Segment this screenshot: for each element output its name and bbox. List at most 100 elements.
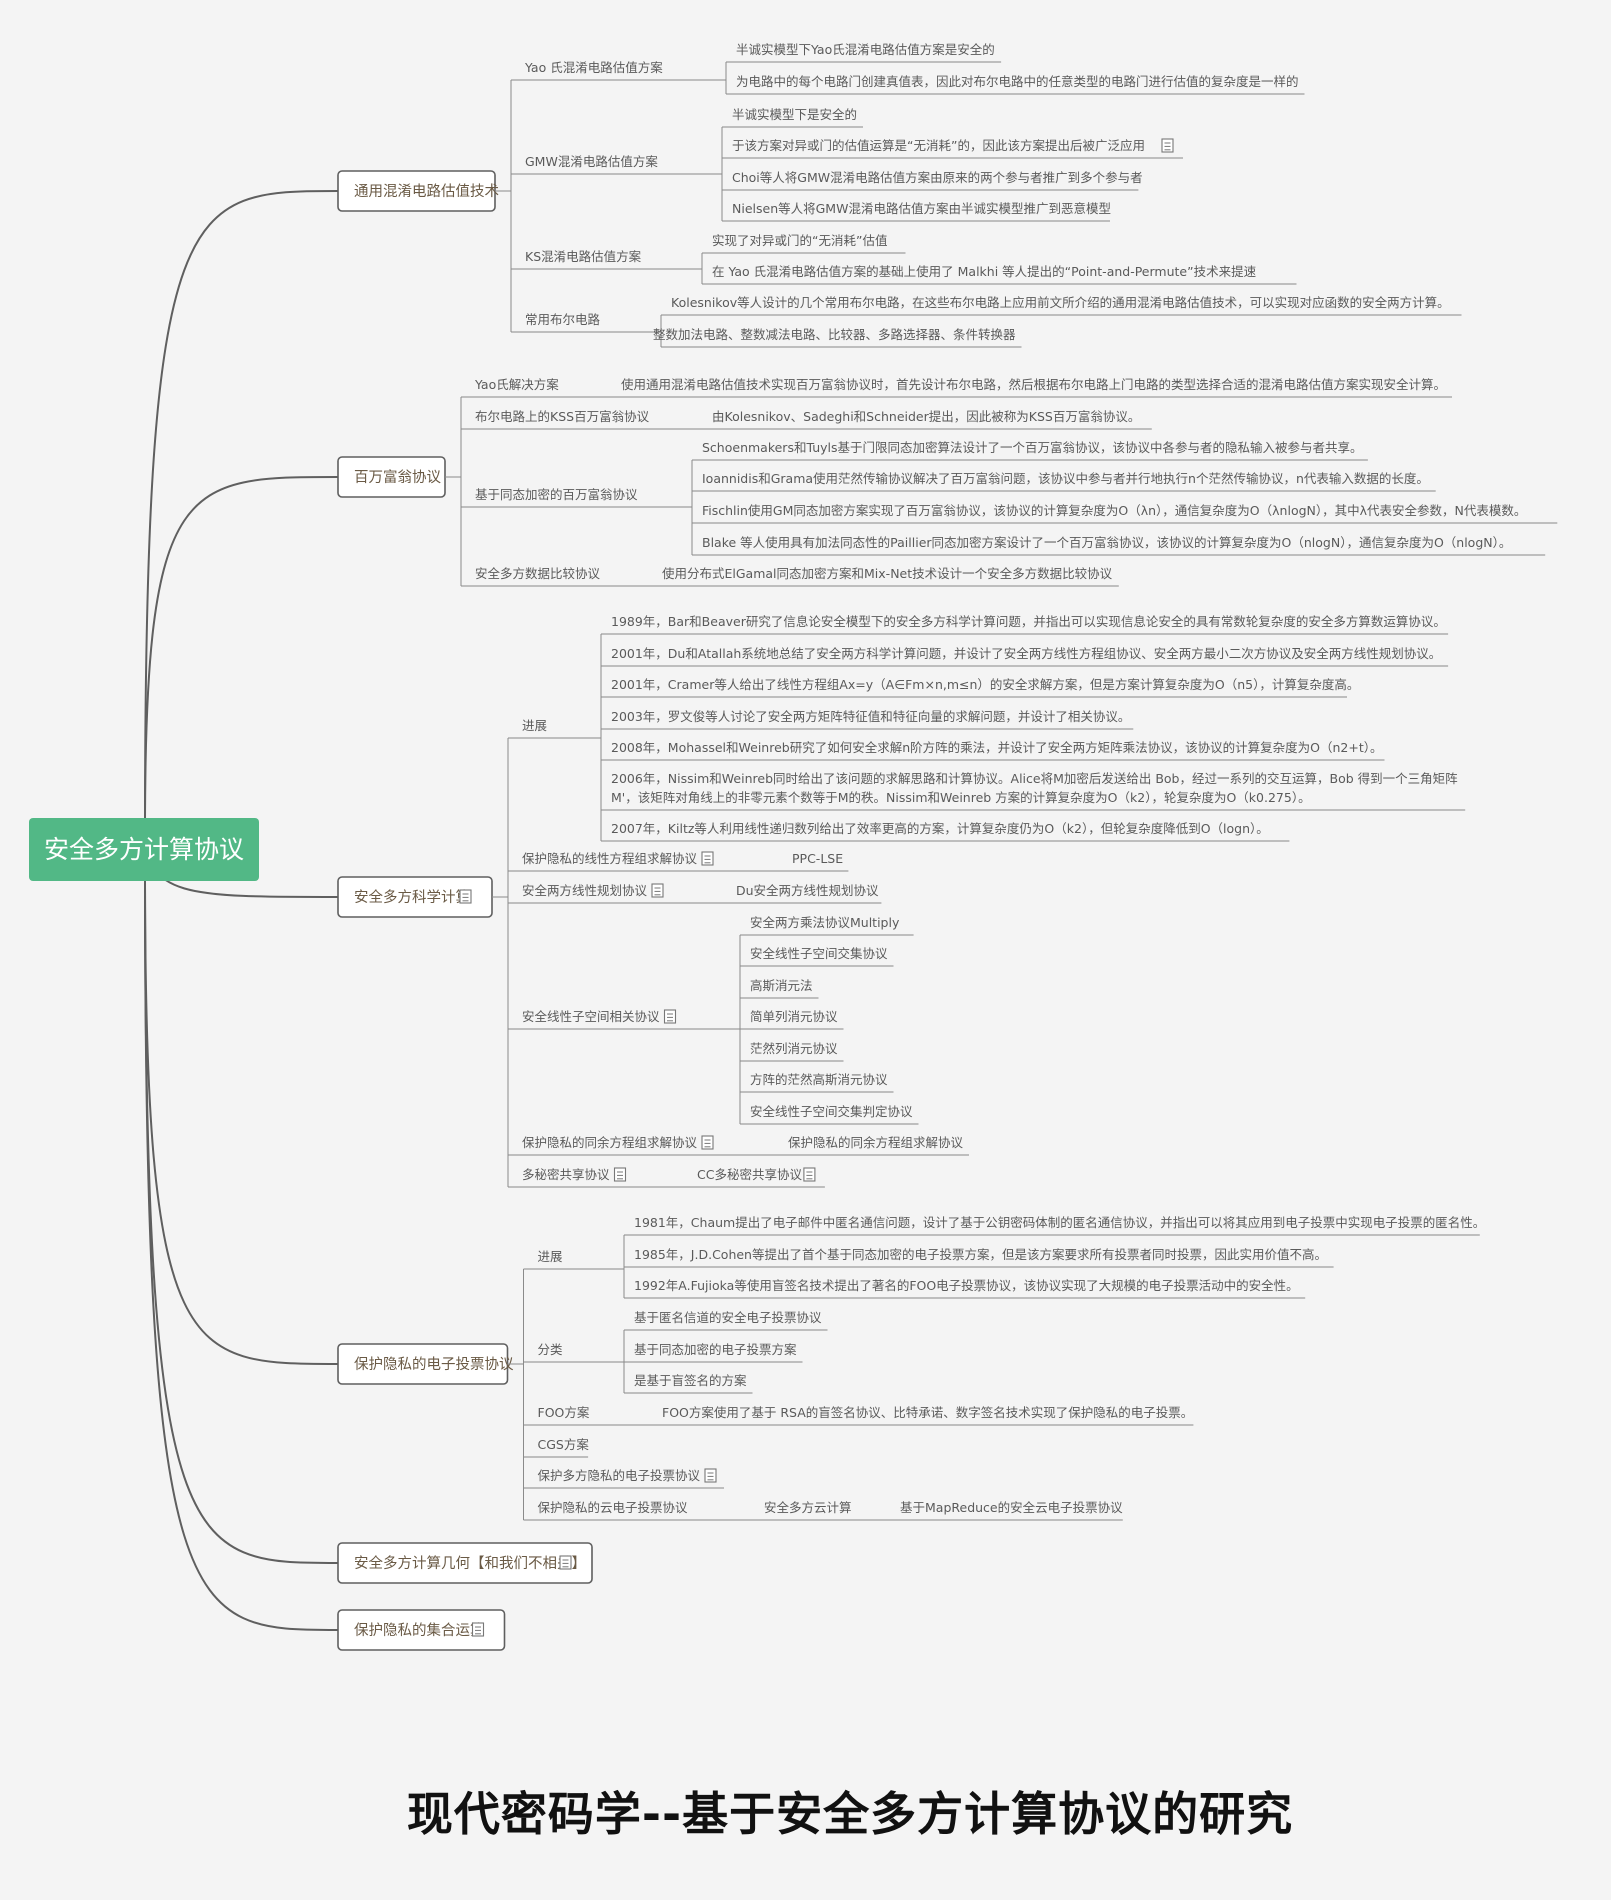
topic-label: 布尔电路上的KSS百万富翁协议: [475, 409, 650, 424]
leaf-node[interactable]: 为电路中的每个电路门创建真值表，因此对布尔电路中的任意类型的电路门进行估值的复杂…: [726, 74, 1305, 95]
leaf-node[interactable]: 保护隐私的同余方程组求解协议: [778, 1135, 969, 1156]
leaf-node[interactable]: 使用通用混淆电路估值技术实现百万富翁协议时，首先设计布尔电路，然后根据布尔电路上…: [611, 377, 1452, 398]
leaf-node[interactable]: 使用分布式ElGamal同态加密方案和Mix-Net技术设计一个安全多方数据比较…: [652, 566, 1119, 587]
leaf-node[interactable]: 2007年，Kiltz等人利用线性递归数列给出了效率更高的方案，计算复杂度仍为O…: [601, 821, 1290, 842]
leaf-label-line2: M'，该矩阵对角线上的非零元素个数等于M的秩。Nissim和Weinreb 方案…: [611, 790, 1311, 805]
topic-node[interactable]: Yao氏解决方案: [461, 377, 611, 398]
leaf-node[interactable]: 安全线性子空间交集协议: [740, 946, 894, 967]
topic-node[interactable]: GMW混淆电路估值方案: [511, 154, 722, 175]
mind-map-content: 通用混淆电路估值技术 Yao 氏混淆电路估值方案半诚实模型下Yao氏混淆电路估值方…: [337, 42, 1558, 1651]
leaf-node[interactable]: Kolesnikov等人设计的几个常用布尔电路，在这些布尔电路上应用前文所介绍的…: [661, 295, 1462, 316]
leaf-label: 2001年，Cramer等人给出了线性方程组Ax=y（A∈Fm×n,m≤n）的安…: [611, 677, 1359, 692]
leaf-note-icon[interactable]: [803, 1167, 816, 1182]
leaf-node[interactable]: 半诚实模型下是安全的: [722, 107, 863, 128]
leaf-node[interactable]: 2001年，Du和Atallah系统地总结了安全两方科学计算问题，并设计了安全两…: [601, 646, 1449, 667]
leaf-node[interactable]: 整数加法电路、整数减法电路、比较器、多路选择器、条件转换器: [653, 327, 1022, 348]
topic-node[interactable]: 常用布尔电路: [511, 312, 661, 333]
topic-note-icon[interactable]: [663, 1009, 677, 1024]
topic-note-icon[interactable]: [704, 1468, 717, 1483]
leaf-node[interactable]: 安全线性子空间交集判定协议: [740, 1104, 919, 1125]
leaf-node[interactable]: FOO方案使用了基于 RSA的盲签名协议、比特承诺、数字签名技术实现了保护隐私的…: [652, 1405, 1194, 1426]
leaf-node[interactable]: 2006年，Nissim和Weinreb同时给出了该问题的求解思路和计算协议。A…: [601, 771, 1466, 811]
leaf-node[interactable]: 基于同态加密的电子投票方案: [624, 1342, 803, 1363]
leaf-node[interactable]: 高斯消元法: [740, 978, 819, 999]
leaf-node[interactable]: 在 Yao 氏混淆电路估值方案的基础上使用了 Malkhi 等人提出的“Poin…: [702, 264, 1297, 285]
topic-label: GMW混淆电路估值方案: [525, 154, 658, 169]
leaf-node[interactable]: Choi等人将GMW混淆电路估值方案由原来的两个参与者推广到多个参与者: [722, 170, 1143, 191]
leaf-node[interactable]: Nielsen等人将GMW混淆电路估值方案由半诚实模型推广到恶意模型: [722, 201, 1111, 222]
topic-node[interactable]: 安全线性子空间相关协议: [508, 1009, 740, 1030]
leaf-node[interactable]: 1981年，Chaum提出了电子邮件中匿名通信问题，设计了基于公钥密码体制的匿名…: [624, 1215, 1485, 1236]
sub-leaf-label: 基于MapReduce的安全云电子投票协议: [900, 1500, 1123, 1515]
root-node[interactable]: 安全多方计算协议: [29, 818, 259, 881]
leaf-label: 2001年，Du和Atallah系统地总结了安全两方科学计算问题，并设计了安全两…: [611, 646, 1441, 661]
leaf-label: 使用通用混淆电路估值技术实现百万富翁协议时，首先设计布尔电路，然后根据布尔电路上…: [621, 377, 1446, 392]
topic-note-icon[interactable]: [613, 1167, 627, 1182]
topic-label: 进展: [522, 718, 547, 733]
topic-node[interactable]: 保护隐私的线性方程组求解协议: [508, 851, 782, 872]
topic-node[interactable]: 多秘密共享协议: [508, 1167, 687, 1188]
branch-node[interactable]: 安全多方计算几何【和我们不相关】: [337, 1542, 593, 1584]
leaf-node[interactable]: 于该方案对异或门的估值运算是“无消耗”的，因此该方案提出后被广泛应用: [722, 138, 1183, 159]
leaf-node[interactable]: Fischlin使用GM同态加密方案实现了百万富翁协议，该协议的计算复杂度为O（…: [692, 503, 1558, 524]
topic-node[interactable]: 进展: [523, 1249, 625, 1270]
topic-note-icon[interactable]: [701, 851, 714, 866]
leaf-node[interactable]: Ioannidis和Grama使用茫然传输协议解决了百万富翁问题，该协议中参与者…: [692, 471, 1436, 492]
topic-label: CGS方案: [538, 1437, 590, 1452]
topic-node[interactable]: 安全多方数据比较协议: [461, 566, 652, 587]
branch-note-icon[interactable]: [471, 1622, 485, 1637]
leaf-node[interactable]: 茫然列消元协议: [740, 1041, 844, 1062]
leaf-node[interactable]: 实现了对异或门的“无消耗”估值: [702, 233, 906, 254]
branch-node[interactable]: 通用混淆电路估值技术: [337, 170, 499, 212]
leaf-node[interactable]: 1985年，J.D.Cohen等提出了首个基于同态加密的电子投票方案，但是该方案…: [624, 1247, 1334, 1268]
leaf-label: Du安全两方线性规划协议: [736, 883, 879, 898]
leaf-label: Fischlin使用GM同态加密方案实现了百万富翁协议，该协议的计算复杂度为O（…: [702, 503, 1526, 518]
topic-node[interactable]: 分类: [523, 1342, 625, 1363]
topic-node[interactable]: CGS方案: [523, 1437, 590, 1458]
branch-node[interactable]: 百万富翁协议: [337, 456, 446, 498]
topic-note-icon[interactable]: [651, 883, 664, 898]
leaf-node[interactable]: PPC-LSE: [782, 851, 849, 872]
leaf-node[interactable]: 由Kolesnikov、Sadeghi和Schneider提出，因此被称为KSS…: [702, 409, 1152, 430]
leaf-node[interactable]: 1992年A.Fujioka等使用盲签名技术提出了著名的FOO电子投票协议，该协…: [624, 1278, 1306, 1299]
branch-note-icon[interactable]: [459, 889, 472, 904]
leaf-node[interactable]: Du安全两方线性规划协议: [726, 883, 882, 904]
topic-node[interactable]: 基于同态加密的百万富翁协议: [461, 487, 692, 508]
leaf-node[interactable]: CC多秘密共享协议: [687, 1167, 825, 1188]
leaf-node[interactable]: 是基于盲签名的方案: [624, 1373, 753, 1394]
topic-node[interactable]: 保护隐私的同余方程组求解协议: [508, 1135, 778, 1156]
leaf-label: 1989年，Bar和Beaver研究了信息论安全模型下的安全多方科学计算问题，并…: [611, 614, 1446, 629]
leaf-node[interactable]: 安全多方云计算: [754, 1500, 890, 1521]
topic-label: 多秘密共享协议: [522, 1167, 610, 1182]
root-connectors: [144, 190, 339, 1631]
leaf-node[interactable]: 半诚实模型下Yao氏混淆电路估值方案是安全的: [726, 42, 1002, 63]
topic-node[interactable]: KS混淆电路估值方案: [511, 249, 702, 270]
topic-node[interactable]: FOO方案: [523, 1405, 653, 1426]
topic-node[interactable]: 布尔电路上的KSS百万富翁协议: [461, 409, 702, 430]
branch-node-label: 通用混淆电路估值技术: [354, 183, 499, 200]
leaf-node[interactable]: Blake 等人使用具有加法同态性的Paillier同态加密方案设计了一个百万富…: [692, 535, 1546, 556]
leaf-node[interactable]: 1989年，Bar和Beaver研究了信息论安全模型下的安全多方科学计算问题，并…: [601, 614, 1449, 635]
branch-node[interactable]: 保护隐私的电子投票协议: [337, 1343, 514, 1385]
leaf-node[interactable]: 简单列消元协议: [740, 1009, 844, 1030]
leaf-node[interactable]: Schoenmakers和Tuyls基于门限同态加密算法设计了一个百万富翁协议，…: [692, 440, 1368, 461]
root-edge: [144, 871, 339, 1564]
leaf-label: Ioannidis和Grama使用茫然传输协议解决了百万富翁问题，该协议中参与者…: [702, 471, 1429, 486]
leaf-node[interactable]: 2001年，Cramer等人给出了线性方程组Ax=y（A∈Fm×n,m≤n）的安…: [601, 677, 1359, 698]
topic-node[interactable]: Yao 氏混淆电路估值方案: [511, 60, 726, 81]
sub-leaf-node[interactable]: 基于MapReduce的安全云电子投票协议: [890, 1500, 1123, 1521]
branch-node[interactable]: 保护隐私的集合运算: [337, 1609, 506, 1651]
leaf-node[interactable]: 方阵的茫然高斯消元协议: [740, 1072, 894, 1093]
topic-node[interactable]: 安全两方线性规划协议: [508, 883, 726, 904]
leaf-node[interactable]: 基于匿名信道的安全电子投票协议: [624, 1310, 828, 1331]
leaf-node[interactable]: 安全两方乘法协议Multiply: [740, 915, 914, 936]
topic-node[interactable]: 保护多方隐私的电子投票协议: [523, 1468, 725, 1489]
branch-note-icon[interactable]: [559, 1555, 572, 1570]
leaf-note-icon[interactable]: [1161, 138, 1174, 153]
branch-node[interactable]: 安全多方科学计算: [337, 876, 493, 918]
leaf-node[interactable]: 2003年，罗文俊等人讨论了安全两方矩阵特征值和特征向量的求解问题，并设计了相关…: [601, 709, 1134, 730]
topic-note-icon[interactable]: [701, 1135, 714, 1150]
leaf-node[interactable]: 2008年，Mohassel和Weinreb研究了如何安全求解n阶方阵的乘法，并…: [601, 740, 1385, 761]
topic-node[interactable]: 进展: [508, 718, 601, 739]
topic-node[interactable]: 保护隐私的云电子投票协议: [523, 1500, 755, 1521]
